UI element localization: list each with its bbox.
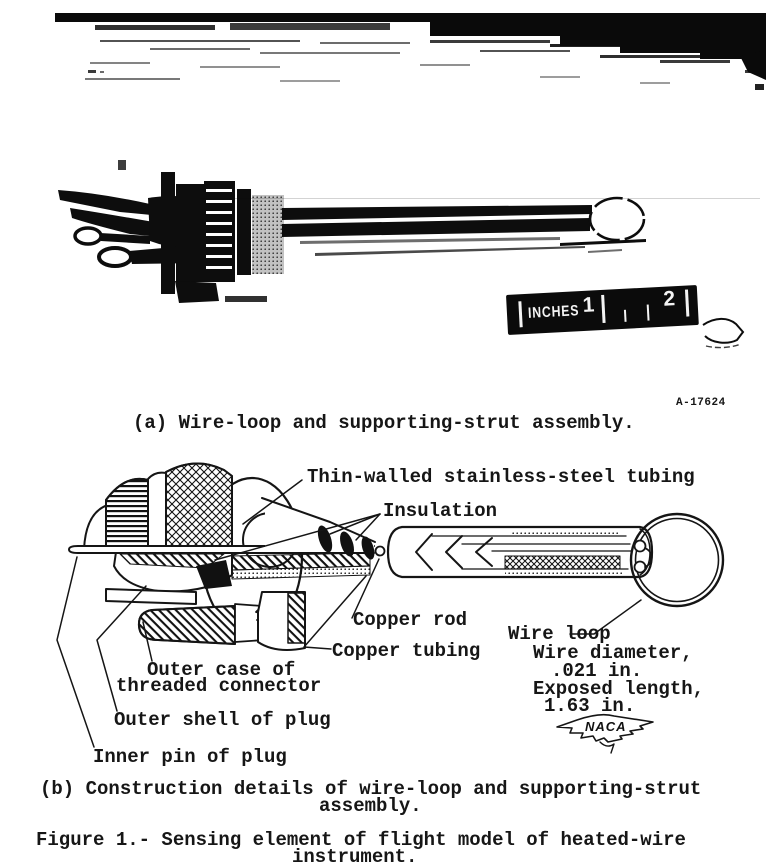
ruler-tick bbox=[601, 294, 606, 323]
label-copper-tubing: Copper tubing bbox=[332, 640, 481, 662]
label-outer-case-line2: threaded connector bbox=[116, 675, 322, 697]
scan-noise-band bbox=[55, 13, 766, 90]
label-insulation: Insulation bbox=[383, 500, 498, 522]
ruler-tick bbox=[518, 301, 523, 328]
caption-b-line1: (b) Construction details of wire-loop an… bbox=[40, 778, 702, 800]
naca-logo bbox=[556, 713, 654, 754]
ruler-tick bbox=[623, 309, 627, 322]
figure-caption-line2: instrument. bbox=[292, 846, 418, 866]
label-wire-diameter-line1: Wire diameter, bbox=[533, 642, 693, 664]
label-wire-loop: Wire loop bbox=[508, 623, 611, 645]
label-copper-rod: Copper rod bbox=[353, 609, 468, 631]
figure-caption-line1: Figure 1.- Sensing element of flight mod… bbox=[36, 829, 686, 851]
label-thin-walled-tubing: Thin-walled stainless-steel tubing bbox=[307, 466, 695, 488]
ruler-mark-2: 2 bbox=[662, 287, 676, 311]
ruler-unit-label: INCHES bbox=[527, 302, 580, 322]
ruler-tick bbox=[646, 304, 650, 321]
leader-lines bbox=[56, 479, 642, 748]
label-wire-diameter-line2: .021 in. bbox=[551, 660, 643, 682]
caption-a: (a) Wire-loop and supporting-strut assem… bbox=[133, 412, 635, 434]
label-exposed-length-line2: 1.63 in. bbox=[544, 695, 636, 717]
ruler-tick bbox=[684, 289, 690, 317]
label-exposed-length-line1: Exposed length, bbox=[533, 678, 705, 700]
label-inner-pin: Inner pin of plug bbox=[93, 746, 287, 768]
diagram-construction-cutaway bbox=[56, 462, 725, 754]
ruler-mark-1: 1 bbox=[582, 293, 595, 317]
caption-b-line2: assembly. bbox=[319, 795, 422, 817]
label-outer-case-line1: Outer case of bbox=[147, 659, 296, 681]
photo-wire-loop-assembly bbox=[58, 160, 760, 349]
naca-logo-text: NACA bbox=[585, 719, 627, 734]
label-outer-shell: Outer shell of plug bbox=[114, 709, 331, 731]
photo-negative-number: A-17624 bbox=[676, 397, 726, 409]
